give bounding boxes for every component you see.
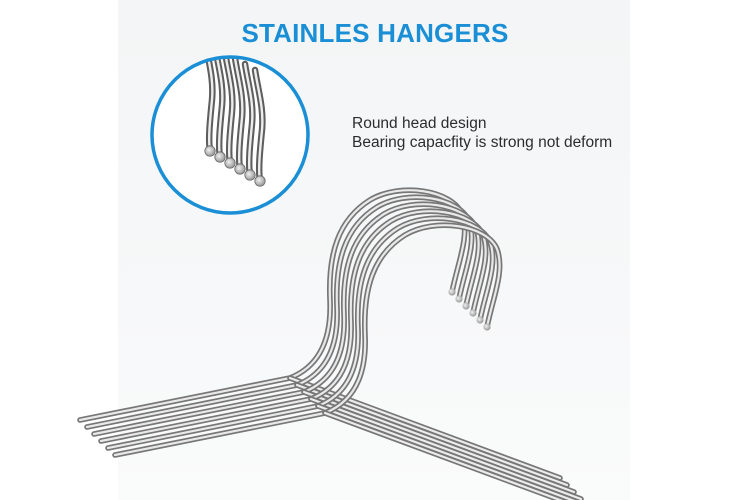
zoom-round-tips xyxy=(204,145,266,187)
hook-tips xyxy=(448,288,491,331)
feature-description: Round head design Bearing capacfity is s… xyxy=(352,114,612,152)
zoom-detail-circle xyxy=(150,55,310,215)
zoom-circle-border xyxy=(150,55,310,215)
page-title: STAINLES HANGERS xyxy=(241,18,509,48)
feature-line-1: Round head design xyxy=(352,115,487,132)
hanger-stack xyxy=(77,187,595,500)
feature-line-2: Bearing capacfity is strong not deform xyxy=(352,134,613,151)
